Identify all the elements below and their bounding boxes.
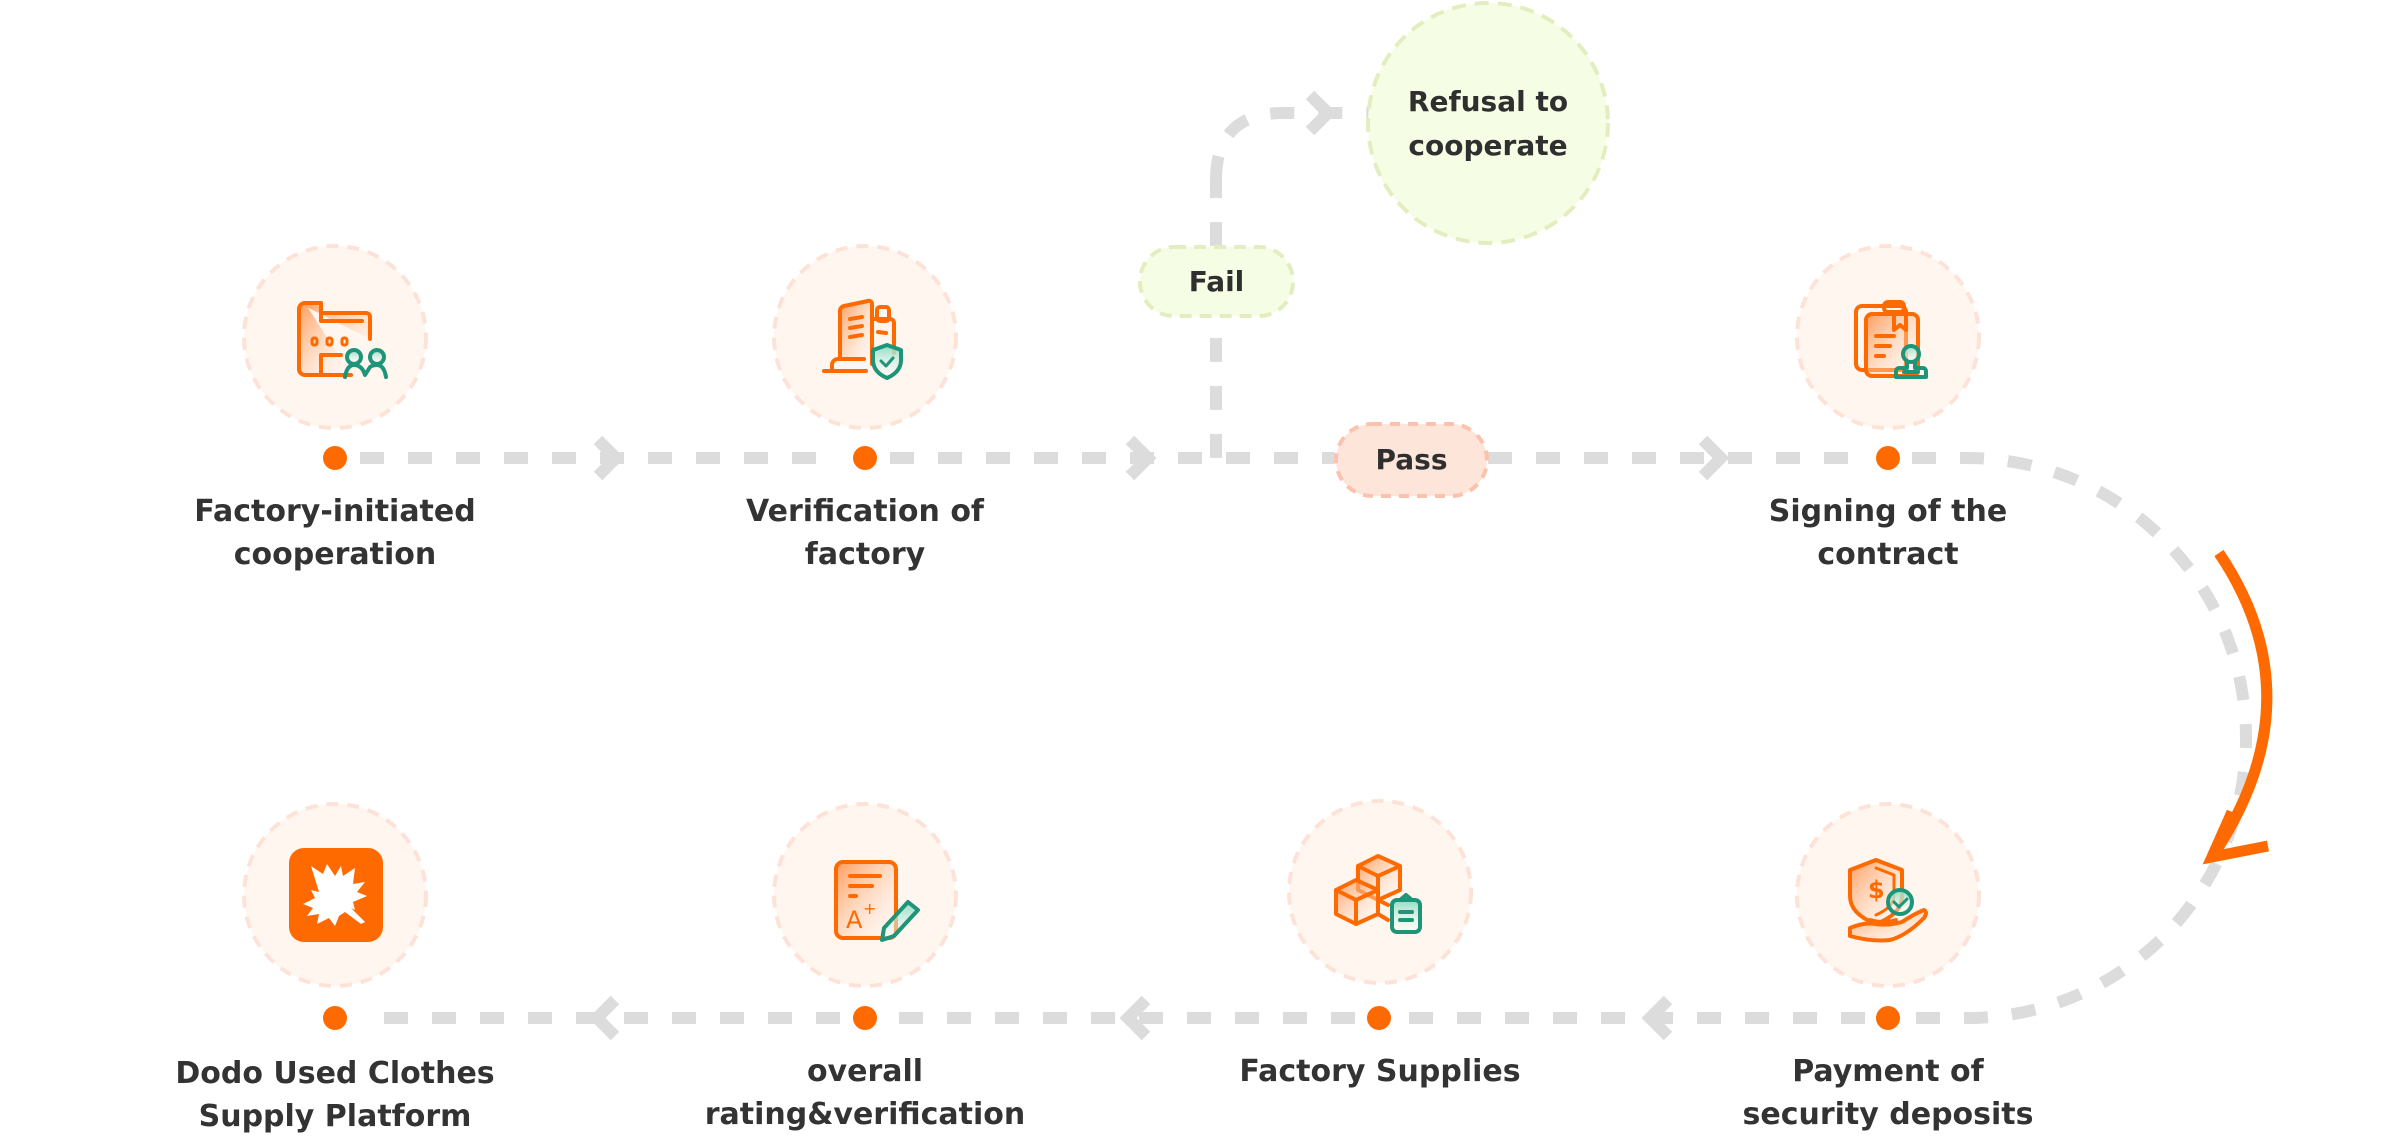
maple-leaf-logo-icon (289, 848, 383, 942)
contract-stamp-icon (1854, 300, 1928, 379)
step-label-payment: Payment of security deposits (1742, 1054, 2034, 1132)
step-dot (323, 1006, 347, 1030)
chevron-left-icon (588, 995, 620, 1041)
factory-handshake-icon (297, 301, 388, 379)
step-label-verification: Verification of factory (746, 494, 984, 572)
chevron-right-icon (1305, 90, 1337, 136)
step-dot (853, 446, 877, 470)
step-dot (853, 1006, 877, 1030)
step-label-rating: overall rating&verification (704, 1054, 1026, 1132)
fail-label: Fail (1188, 265, 1245, 298)
step-dot (323, 446, 347, 470)
document-grade-pencil-icon: A + (834, 860, 920, 942)
direction-arrow-icon (2202, 549, 2273, 865)
step-dot (1367, 1006, 1391, 1030)
building-shield-icon (822, 298, 903, 380)
svg-text:$: $ (1868, 876, 1885, 904)
chevron-right-icon (1698, 435, 1730, 481)
chevron-left-icon (1641, 995, 1673, 1041)
step-dot (1876, 1006, 1900, 1030)
refusal-label: Refusal to cooperate (1407, 85, 1569, 162)
step-label-platform: Dodo Used Clothes Supply Platform (175, 1056, 495, 1134)
pass-badge (1334, 422, 1489, 498)
step-label-signing: Signing of the contract (1768, 494, 2008, 572)
hand-shield-dollar-icon: $ (1848, 858, 1928, 943)
connector-fail-branch (1210, 107, 1370, 181)
svg-text:A: A (846, 906, 863, 934)
fail-badge (1138, 245, 1295, 318)
svg-text:+: + (863, 899, 876, 918)
boxes-clipboard-icon (1334, 854, 1422, 934)
pass-label: Pass (1375, 443, 1448, 476)
node-circle-factory-initiated (242, 244, 428, 430)
step-label-factory-initiated: Factory-initiated cooperation (194, 494, 476, 572)
step-label-supplies: Factory Supplies (1239, 1054, 1521, 1089)
connectors (360, 107, 2252, 1024)
step-dot (1876, 446, 1900, 470)
refusal-node (1366, 1, 1610, 245)
chevron-right-icon (1125, 435, 1157, 481)
chevron-right-icon (593, 435, 625, 481)
chevron-left-icon (1119, 995, 1151, 1041)
connector-loop (1912, 452, 2252, 1024)
